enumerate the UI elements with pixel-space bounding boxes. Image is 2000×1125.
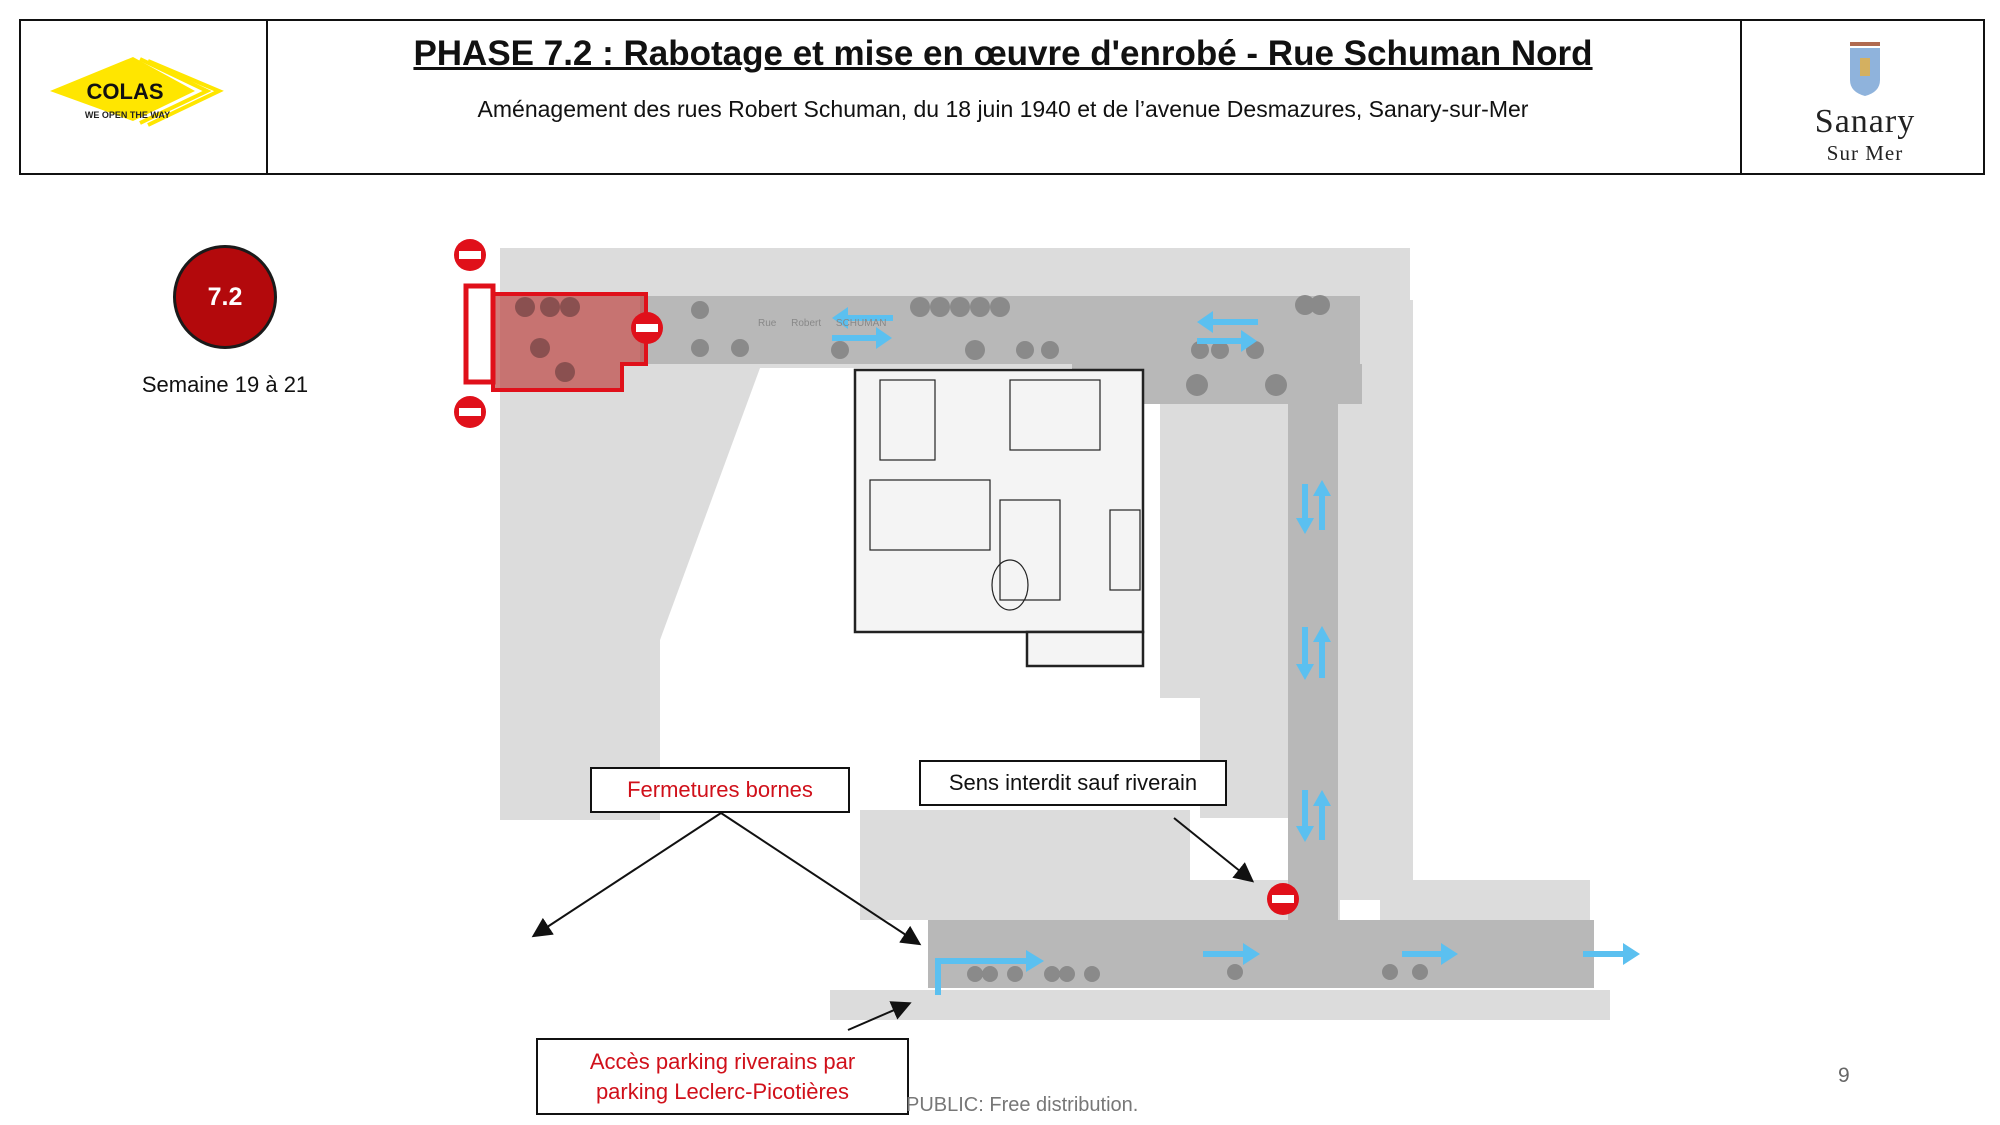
classification-label: PUBLIC: Free distribution.: [906, 1094, 1139, 1116]
page-subtitle: Aménagement des rues Robert Schuman, du …: [477, 96, 1529, 122]
sanary-logo-line2: Sur Mer: [1826, 141, 1904, 165]
coat-of-arms-icon: [1850, 42, 1880, 96]
arrow-right-icon: [1402, 943, 1458, 965]
page-number: 9: [1838, 1064, 1850, 1087]
building-outline: [853, 368, 1145, 668]
phase-badge: 7.2: [173, 245, 277, 349]
trees: [691, 295, 1428, 982]
arrow-right-icon: [832, 327, 892, 349]
arrow-right-icon: [1583, 943, 1640, 965]
svg-text:COLAS: COLAS: [87, 79, 164, 104]
street-label: Rue Robert SCHUMAN: [758, 318, 887, 329]
arrow-left-icon: [1197, 311, 1258, 333]
page-title: PHASE 7.2 : Rabotage et mise en œuvre d'…: [413, 34, 1593, 73]
arrow-down-up-icon: [1296, 626, 1331, 680]
no-entry-sign-icon: [454, 239, 486, 271]
callout-parking-line2: parking Leclerc-Picotières: [595, 1078, 850, 1104]
sanary-logo-line1: Sanary: [1814, 103, 1916, 140]
arrow-right-icon: [1197, 330, 1257, 352]
no-entry-sign-icon: [631, 312, 663, 344]
arrow-turn-right-icon: [935, 950, 1044, 995]
traffic-direction-arrows: [832, 307, 1640, 995]
callout-parking-access: Accès parking riverains par parking Lecl…: [536, 1038, 909, 1115]
arrow-down-up-icon: [1296, 790, 1331, 842]
week-label: Semaine 19 à 21: [141, 372, 309, 397]
roads: [640, 296, 1594, 988]
colas-tagline: WE OPEN THE WAY: [84, 110, 171, 120]
header-divider: [1740, 21, 1742, 173]
road-avenue-desmazures: [928, 920, 1594, 988]
callout-bollard-closures: Fermetures bornes: [590, 767, 850, 813]
arrow-right-icon: [1203, 943, 1260, 965]
sanary-logo: Sanary Sur Mer: [1770, 40, 1960, 166]
road-vertical: [1288, 364, 1338, 924]
slide-header: [19, 19, 1985, 175]
callout-no-entry: Sens interdit sauf riverain: [919, 760, 1227, 806]
no-entry-sign-icon: [454, 396, 486, 428]
closed-work-zone: [463, 283, 648, 392]
arrow-left-icon: [832, 307, 893, 329]
arrow-down-up-icon: [1296, 480, 1331, 534]
header-divider: [266, 21, 268, 173]
colas-logo: COLAS: [50, 57, 224, 127]
callout-leader-lines: [531, 812, 1255, 1031]
callout-parking-line1: Accès parking riverains par: [589, 1048, 856, 1074]
no-entry-sign-icon: [1267, 883, 1299, 915]
